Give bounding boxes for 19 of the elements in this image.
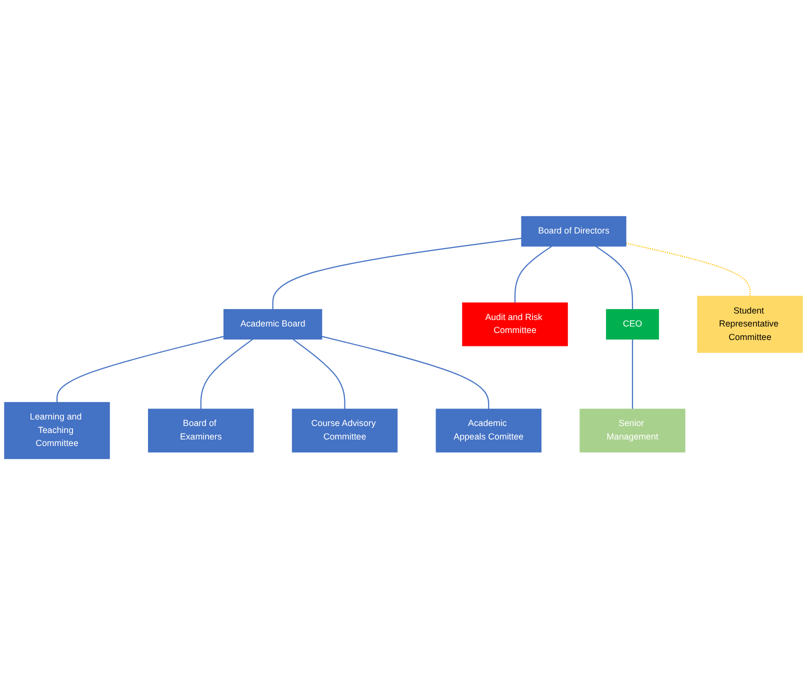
node-box: Board of Directors (521, 216, 626, 247)
node-box: CEO (606, 310, 659, 340)
node-box: Academic Board (223, 310, 322, 340)
node-box: Senior Management (580, 409, 686, 453)
node-box: Audit and Risk Committee (462, 302, 568, 347)
node-box: Learning and Teaching Committee (4, 402, 110, 460)
connector (200, 339, 253, 410)
connector (272, 238, 522, 310)
connector (514, 246, 552, 304)
node-box: Course Advisory Committee (292, 409, 398, 453)
node-box: Board of Examiners (148, 409, 254, 453)
connector (626, 243, 751, 296)
connector (292, 339, 346, 410)
connector (322, 336, 490, 410)
node-box: Student Representative Committee (697, 296, 803, 354)
node-box: Academic Appeals Comittee (436, 409, 542, 453)
connector (56, 336, 224, 403)
connector (595, 246, 634, 310)
connector (632, 340, 634, 410)
